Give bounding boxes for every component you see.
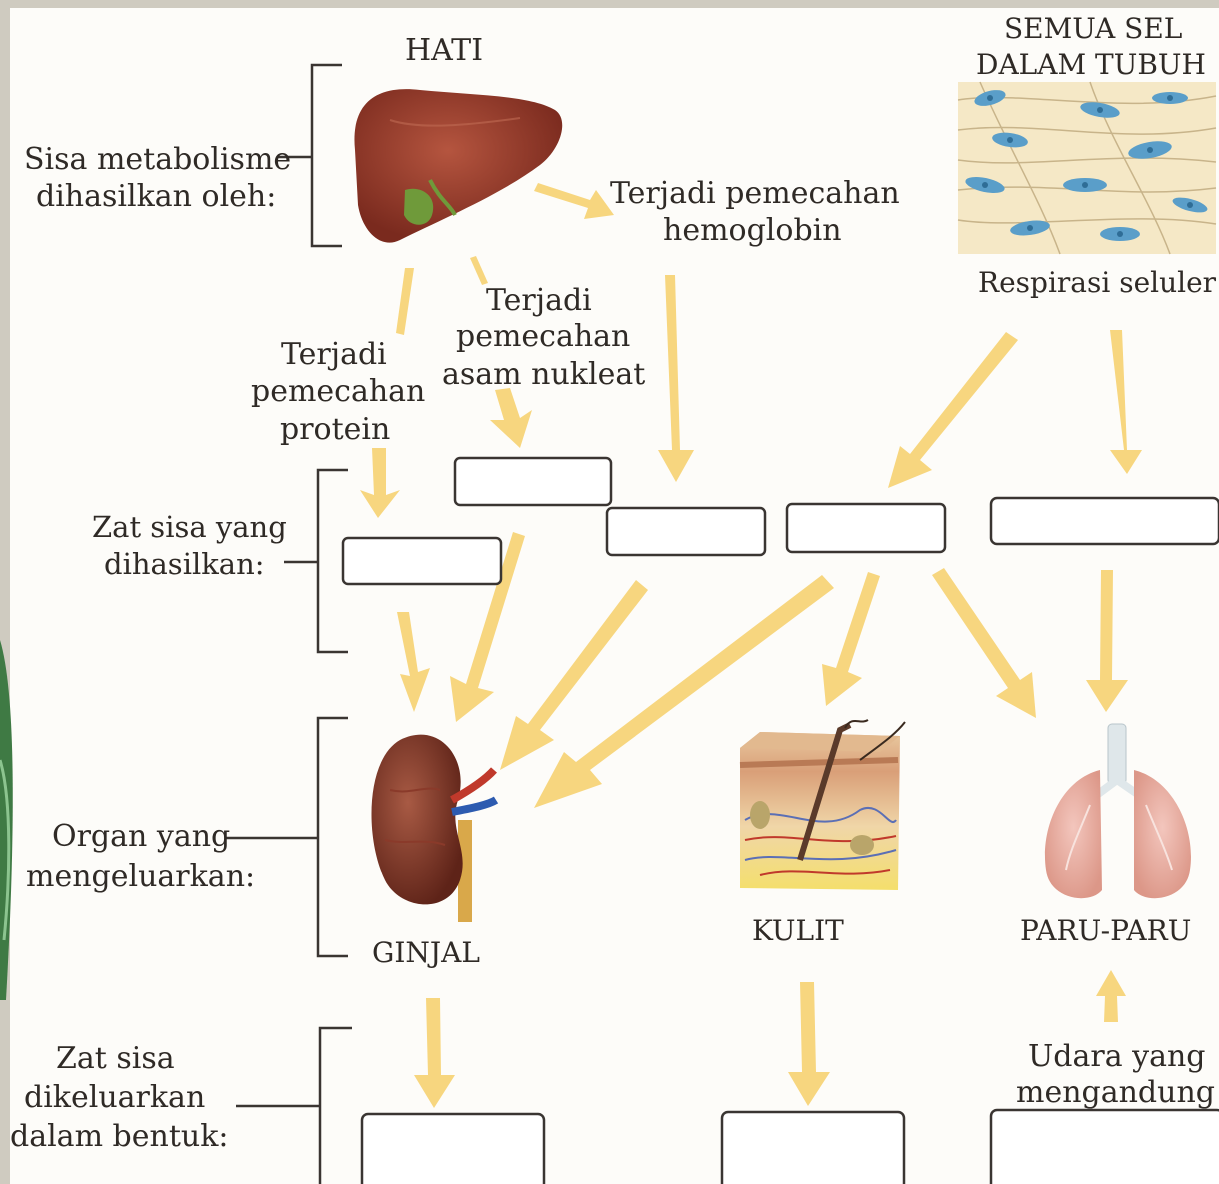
skin-icon bbox=[740, 720, 905, 890]
form-box-kidney[interactable] bbox=[362, 1114, 544, 1184]
nucleic-process-line2: pemecahan bbox=[456, 318, 630, 356]
waste-box-protein[interactable] bbox=[343, 538, 501, 584]
protein-process-line1: Terjadi bbox=[281, 336, 387, 374]
cells-icon bbox=[958, 82, 1216, 254]
organ-label-line2: mengeluarkan: bbox=[26, 858, 255, 896]
waste-box-hemoglobin[interactable] bbox=[607, 508, 765, 555]
cells-label-line2: DALAM TUBUH bbox=[976, 46, 1206, 84]
waste-label-line1: Zat sisa yang bbox=[92, 508, 287, 546]
form-label-line3: dalam bentuk: bbox=[10, 1118, 229, 1156]
waste-box-respiration-2[interactable] bbox=[991, 498, 1219, 544]
form-label-line1: Zat sisa bbox=[56, 1040, 175, 1078]
cells-label-line1: SEMUA SEL bbox=[1004, 10, 1182, 48]
waste-box-respiration-1[interactable] bbox=[787, 504, 945, 552]
nucleic-process-line1: Terjadi bbox=[486, 282, 592, 320]
protein-process-line2: pemecahan bbox=[251, 373, 425, 411]
form-label-line2: dikeluarkan bbox=[24, 1079, 205, 1117]
form-box-skin[interactable] bbox=[722, 1112, 904, 1184]
produced-by-label-line1: Sisa metabolisme bbox=[24, 141, 291, 179]
respiration-label: Respirasi seluler bbox=[978, 264, 1216, 302]
organ-label-line1: Organ yang bbox=[52, 818, 230, 856]
nucleic-process-line3: asam nukleat bbox=[442, 356, 645, 394]
air-label-line1: Udara yang bbox=[1028, 1038, 1206, 1076]
hemoglobin-process-line2: hemoglobin bbox=[663, 212, 842, 250]
waste-label-line2: dihasilkan: bbox=[104, 545, 265, 583]
form-box-lungs[interactable] bbox=[991, 1110, 1219, 1184]
produced-by-label-line2: dihasilkan oleh: bbox=[36, 178, 276, 216]
protein-process-line3: protein bbox=[280, 411, 390, 449]
hemoglobin-process-line1: Terjadi pemecahan bbox=[610, 175, 900, 213]
liver-label: HATI bbox=[405, 32, 483, 70]
lungs-label: PARU-PARU bbox=[1020, 912, 1191, 950]
air-label-line2: mengandung bbox=[1016, 1074, 1215, 1112]
kidney-label: GINJAL bbox=[372, 934, 480, 972]
waste-box-nucleic[interactable] bbox=[455, 458, 611, 505]
skin-label: KULIT bbox=[752, 912, 844, 950]
